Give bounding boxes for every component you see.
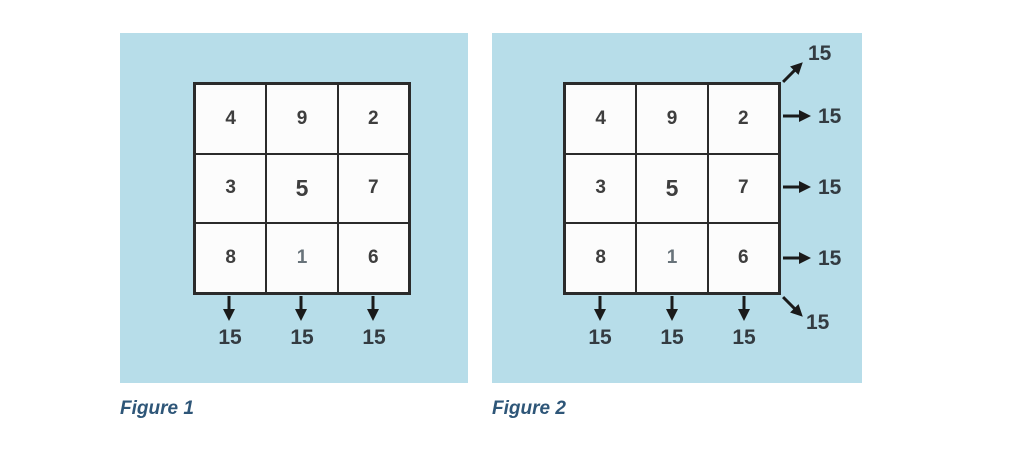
diagonal-sum-arrow-up-right: [781, 62, 803, 84]
grid-cell: 4: [196, 85, 266, 153]
diagonal-sum-label: 15: [808, 42, 832, 65]
grid-cell: 6: [338, 224, 408, 292]
row-sum-arrow: [783, 252, 811, 264]
grid-cell: 5: [637, 154, 707, 223]
grid-cell: 3: [566, 154, 636, 223]
row-sum-arrow: [783, 110, 811, 122]
row-sum-label: 15: [818, 105, 842, 128]
grid-cell: 7: [338, 154, 408, 223]
grid-cell: 1: [267, 224, 337, 292]
grid-cell: 4: [566, 85, 636, 153]
row-sum-label: 15: [818, 247, 842, 270]
column-sum-arrow: [738, 296, 750, 321]
diagonal-sum-arrow-down-right: [781, 295, 803, 317]
figure2-magic-square-grid: 4 9 2 3 5 7 8 1 6: [563, 82, 781, 295]
column-sum-label: 15: [362, 326, 386, 349]
grid-cell: 6: [708, 224, 778, 292]
column-sum-label: 15: [588, 326, 612, 349]
column-sum-arrow: [594, 296, 606, 321]
column-sum-label: 15: [660, 326, 684, 349]
column-sum-arrow: [223, 296, 235, 321]
figure1-magic-square-grid: 4 9 2 3 5 7 8 1 6: [193, 82, 411, 295]
grid-cell: 7: [708, 154, 778, 223]
grid-cell: 5: [267, 154, 337, 223]
column-sum-label: 15: [290, 326, 314, 349]
grid-cell: 8: [196, 224, 266, 292]
grid-cell: 9: [267, 85, 337, 153]
grid-cell: 2: [338, 85, 408, 153]
row-sum-label: 15: [818, 176, 842, 199]
row-sum-arrow: [783, 181, 811, 193]
grid-cell: 9: [637, 85, 707, 153]
column-sum-arrow: [666, 296, 678, 321]
grid-cell: 1: [637, 224, 707, 292]
column-sum-arrow: [367, 296, 379, 321]
figure1-caption: Figure 1: [120, 398, 194, 419]
column-sum-label: 15: [732, 326, 756, 349]
figure2-caption: Figure 2: [492, 398, 566, 419]
column-sum-label: 15: [218, 326, 242, 349]
grid-cell: 2: [708, 85, 778, 153]
grid-cell: 8: [566, 224, 636, 292]
grid-cell: 3: [196, 154, 266, 223]
diagonal-sum-label: 15: [806, 311, 830, 334]
column-sum-arrow: [295, 296, 307, 321]
